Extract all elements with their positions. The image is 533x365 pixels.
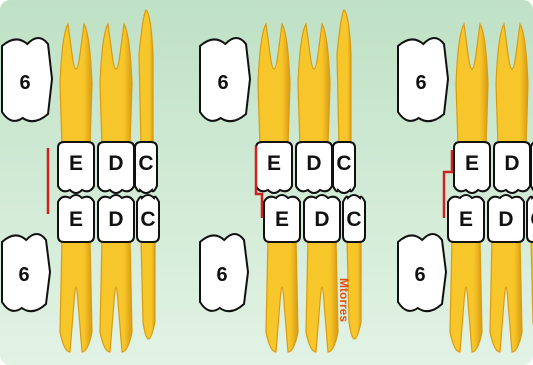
upper-first-molar: 6 (398, 38, 448, 121)
tooth-label-6: 6 (415, 72, 426, 94)
tooth-label-6: 6 (414, 264, 425, 286)
upper-label-D: D (306, 152, 321, 175)
lower-first-molar: 6 (200, 234, 248, 311)
upper-root-shape (337, 10, 351, 146)
lower-label-D: D (108, 208, 123, 231)
lower-label-C: C (346, 208, 361, 231)
lower-label-E: E (69, 208, 83, 231)
lower-first-molar: 6 (398, 234, 446, 311)
tooth-label-6: 6 (216, 264, 227, 286)
upper-label-C: C (138, 152, 153, 175)
upper-label-D: D (108, 152, 123, 175)
lower-first-molar: 6 (2, 234, 50, 311)
author-annotation: Mtorres (337, 278, 351, 322)
lower-label-D: D (498, 208, 513, 231)
lower-root-shape (141, 238, 155, 339)
tooth-label-6: 6 (19, 72, 30, 94)
upper-first-molar: 6 (200, 38, 250, 121)
upper-label-C: C (336, 152, 351, 175)
lower-label-D: D (314, 208, 329, 231)
upper-root-shape (139, 10, 153, 146)
upper-first-molar: 6 (2, 38, 52, 121)
lower-label-C: C (140, 208, 155, 231)
tooth-label-6: 6 (18, 264, 29, 286)
lower-label-E: E (275, 208, 289, 231)
upper-label-E: E (267, 152, 281, 175)
upper-label-D: D (504, 152, 519, 175)
upper-label-E: E (69, 152, 83, 175)
lower-label-E: E (459, 208, 473, 231)
upper-label-E: E (465, 152, 479, 175)
tooth-label-6: 6 (217, 72, 228, 94)
